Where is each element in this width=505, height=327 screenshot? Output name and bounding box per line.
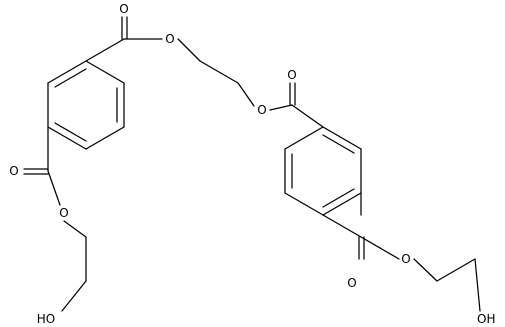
ester-oxygen-label: O (165, 32, 174, 46)
bond-ch2-to-oh-bl (61, 280, 87, 312)
bond-ring-to-carbonyl-top (85, 38, 125, 62)
benzene-ring-right (284, 126, 362, 216)
bond-carbonyl-br-to-o (360, 236, 400, 260)
bond-ch2-to-o (237, 82, 255, 107)
ester-oxygen-label: O (257, 103, 266, 117)
bond-o-to-ch2-bl (63, 220, 87, 238)
bond-carbonyl-bl-to-o (47, 170, 61, 206)
ring-right-bond-6 (284, 126, 324, 150)
ester-oxygen-label: O (401, 252, 410, 266)
carbonyl-oxygen-label: O (287, 68, 296, 82)
hydroxyethyl-chain-right (413, 258, 481, 312)
bond-ch2-to-ch2 (199, 60, 239, 84)
ring-left-bond-6 (47, 60, 87, 84)
bond-ch2-to-ch2-br (436, 258, 476, 282)
ester-group-middle (269, 82, 324, 128)
ring-left-bond-4 (47, 126, 87, 150)
bond-carbonyl-to-ring-right (291, 104, 324, 128)
ring-right-bond-1 (322, 126, 362, 150)
hydroxyethyl-chain-left (61, 220, 87, 312)
benzene-ring-left (47, 60, 125, 150)
ester-group-bottom-left (23, 126, 61, 206)
ring-left-bond-1 (85, 60, 125, 84)
carbonyl-oxygen-label: O (9, 164, 18, 178)
ring-right-bond-3 (322, 192, 362, 216)
ring-left-bond-6-inner (54, 68, 87, 88)
bond-ring-to-carbonyl-br (322, 214, 362, 238)
bond-ch2-to-oh-br (474, 258, 481, 312)
carbonyl-oxygen-label: O (119, 2, 128, 16)
bond-o-to-carbonyl-mid (269, 104, 293, 111)
hydroxyl-label-left: HO (37, 312, 55, 326)
ethylene-linker (177, 38, 255, 107)
hydroxyl-label-right: OH (477, 312, 495, 326)
ester-group-top-left (85, 16, 163, 62)
ring-right-bond-4 (284, 192, 324, 216)
ester-group-bottom-right (322, 192, 400, 260)
ester-oxygen-label: O (59, 206, 68, 220)
bond-o-to-ch2-br (413, 258, 438, 282)
bond-o-to-ch2-a (177, 38, 201, 62)
carbonyl-oxygen-label: O (347, 276, 356, 290)
ring-left-bond-3 (85, 126, 125, 150)
ring-right-bond-1-inner (322, 134, 355, 154)
ring-right-bond-3-inner (322, 188, 355, 208)
ring-left-bond-4-inner (54, 122, 87, 142)
